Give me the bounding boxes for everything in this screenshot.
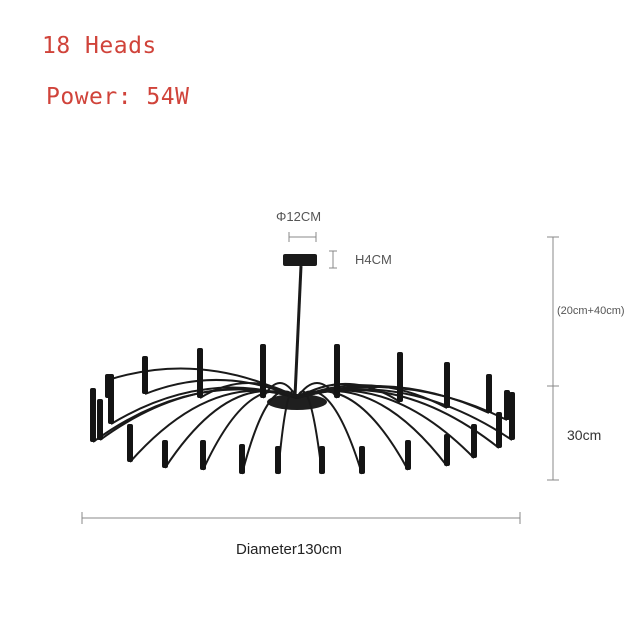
lamp-head [397, 352, 403, 402]
diameter-label: Diameter130cm [236, 541, 342, 558]
lamp-head [504, 390, 510, 420]
lamp-head [359, 446, 365, 474]
heads-count-label: 18 Heads [42, 33, 157, 59]
lamp-head [444, 434, 450, 466]
lamp-head [200, 440, 206, 470]
light-arm [144, 378, 298, 399]
center-hub [267, 394, 327, 410]
suspension-rod [293, 265, 303, 397]
lamp-head [444, 362, 450, 408]
dimension-lines [81, 232, 559, 524]
lamp-head [319, 446, 325, 474]
lamp-head [197, 348, 203, 398]
lamp-head [405, 440, 411, 470]
lamp-head [90, 388, 96, 442]
rod-length-label: (20cm+40cm) [557, 305, 625, 317]
lamp-head [239, 444, 245, 474]
ceiling-canopy [283, 254, 317, 266]
light-arm [199, 382, 298, 399]
lamp-head [260, 344, 266, 398]
fixture-height-label: 30cm [567, 427, 602, 443]
light-arm [296, 385, 490, 414]
light-arm [296, 382, 338, 399]
lamp-head [105, 374, 111, 398]
lamp-head [162, 440, 168, 468]
light-arm [296, 382, 401, 403]
lamp-head [142, 356, 148, 394]
lamp-head [97, 399, 103, 440]
lamp-head [275, 446, 281, 474]
lamp-head [486, 374, 492, 413]
lamp-heads [90, 344, 515, 474]
lamp-head [509, 392, 515, 440]
lamp-head [334, 344, 340, 398]
canopy-height-label: H4CM [355, 252, 392, 267]
lamp-head [496, 412, 502, 448]
canopy-diameter-label: Φ12CM [276, 209, 322, 224]
power-label: Power: 54W [46, 84, 190, 110]
chandelier-fixture [90, 254, 515, 475]
lamp-head [471, 424, 477, 458]
lamp-head [127, 424, 133, 462]
